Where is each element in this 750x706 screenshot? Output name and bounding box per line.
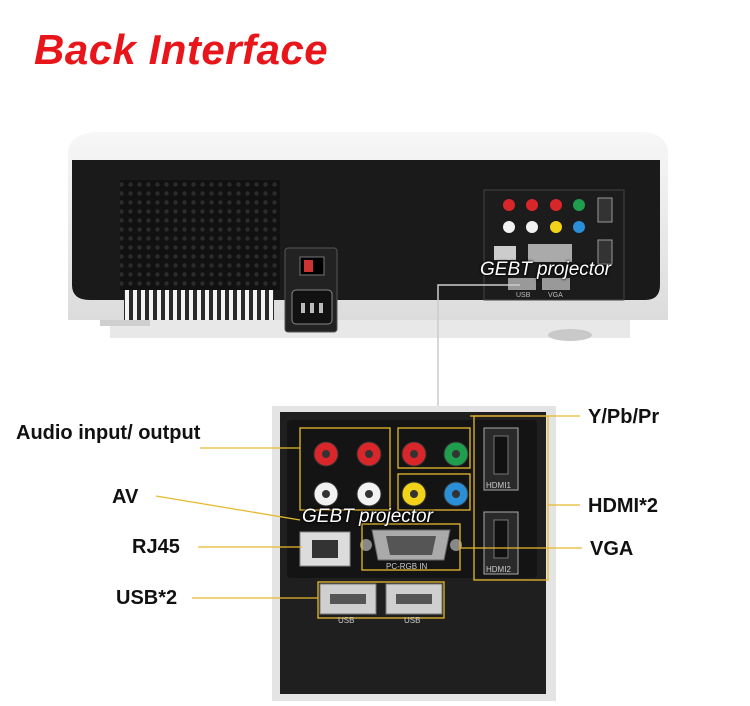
- watermark-bottom: GEBT projector: [302, 506, 433, 527]
- label-rj45: RJ45: [132, 536, 180, 558]
- small-vga-text: VGA: [548, 292, 563, 299]
- label-av: AV: [112, 486, 139, 508]
- power-socket: [284, 247, 338, 333]
- rca-row-bottom: [313, 481, 469, 507]
- usb-text-2: USB: [404, 616, 421, 625]
- hdmi2-text: HDMI2: [486, 565, 511, 574]
- label-audio: Audio input/ output: [16, 422, 201, 444]
- small-usb-text: USB: [516, 292, 531, 299]
- label-usb: USB*2: [116, 587, 178, 609]
- label-vga: VGA: [590, 538, 634, 560]
- usb-text-1: USB: [338, 616, 355, 625]
- label-ypbpr: Y/Pb/Pr: [588, 406, 660, 428]
- rca-row-top: [313, 441, 469, 467]
- vent-slots: [124, 290, 274, 324]
- zoom-connector: [437, 284, 520, 410]
- speaker-grille: [120, 180, 280, 290]
- watermark-top: GEBT projector: [480, 259, 611, 280]
- label-hdmi: HDMI*2: [588, 495, 659, 517]
- io-panel-small: [483, 189, 625, 301]
- io-panel-zoom: [272, 406, 556, 701]
- leader-lines: [155, 415, 582, 599]
- page-title: Back Interface: [34, 26, 329, 73]
- hdmi1-text: HDMI1: [486, 481, 511, 490]
- pc-rgb-in-text: PC-RGB IN: [386, 562, 428, 571]
